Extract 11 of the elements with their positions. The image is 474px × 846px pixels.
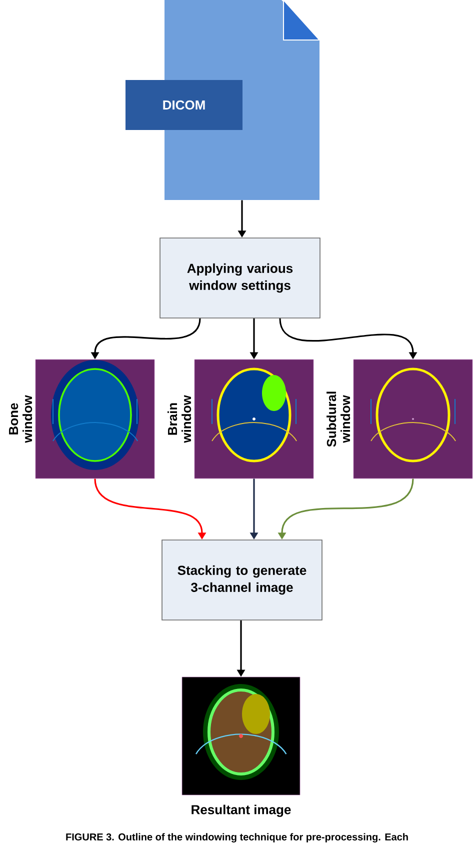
process-box: Stacking to generate 3-channel image bbox=[162, 540, 322, 620]
image-label: Subdural window bbox=[326, 392, 350, 447]
image-label: Bone window bbox=[9, 395, 32, 443]
picture bbox=[194, 359, 314, 479]
picture bbox=[35, 359, 155, 479]
process-box: Applying various window settings bbox=[160, 238, 320, 318]
caption: FIGURE 3. Outline of the windowing technique for pre-processing. Each bbox=[66, 833, 408, 842]
image-label: Brain window bbox=[168, 395, 192, 443]
picture bbox=[353, 359, 473, 479]
image-label: Resultant image bbox=[192, 804, 291, 817]
picture bbox=[182, 676, 300, 796]
